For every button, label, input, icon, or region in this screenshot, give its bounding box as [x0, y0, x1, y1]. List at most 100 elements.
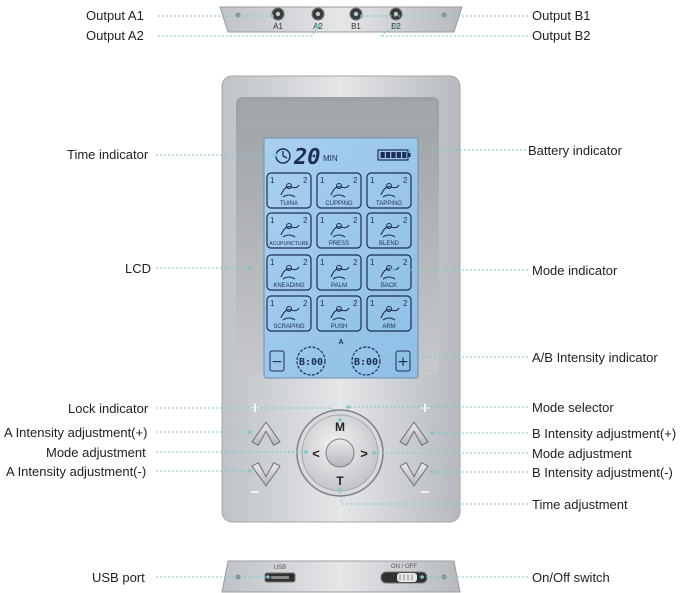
label-usb-port: USB port — [92, 570, 145, 585]
b-intensity-plus-button[interactable] — [399, 421, 429, 446]
output-ports: A1A2B1B2 — [271, 7, 403, 31]
leader-dot — [248, 430, 252, 434]
mode-right-number: 2 — [353, 216, 358, 225]
leader-dot — [338, 418, 342, 422]
mode-right-number: 2 — [353, 299, 358, 308]
leader-line — [156, 407, 341, 421]
b-minus-sign: − — [420, 485, 431, 500]
massage-hand-icon — [280, 223, 300, 238]
leader-dot — [274, 153, 278, 157]
leader-dot — [304, 450, 308, 454]
svg-text:B:00: B:00 — [354, 357, 378, 368]
label-mode-indicator: Mode indicator — [532, 263, 618, 278]
usb-port[interactable]: USB — [264, 565, 296, 583]
leader-dot — [390, 268, 394, 272]
massage-hand-icon — [330, 265, 350, 280]
leader-dot — [360, 14, 364, 18]
label-time-adjustment: Time adjustment — [532, 497, 628, 512]
output-port-b1[interactable]: B1 — [349, 7, 363, 31]
svg-text:+: + — [397, 354, 409, 370]
label-output-b1: Output B1 — [532, 8, 591, 23]
mode-left-number: 1 — [370, 176, 375, 185]
a-minus-sign: − — [250, 485, 261, 500]
b-intensity-minus-button[interactable] — [399, 462, 429, 487]
label-lock-indicator: Lock indicator — [68, 401, 149, 416]
label-mode-adjustment-left: Mode adjustment — [46, 445, 146, 460]
leader-dot — [382, 355, 386, 359]
top-edge-panel — [219, 6, 463, 33]
leader-dot — [316, 24, 320, 28]
mode-select-key[interactable]: M — [335, 420, 345, 434]
mode-right-number: 2 — [353, 258, 358, 267]
leader-dot — [430, 431, 434, 435]
time-adjust-key[interactable]: T — [336, 474, 344, 488]
intensity-b-readout: B:00 — [351, 346, 381, 376]
channel-label: A — [338, 339, 343, 346]
mode-left-number: 1 — [270, 258, 275, 267]
label-a-intensity-minus: A Intensity adjustment(-) — [6, 464, 147, 479]
a-intensity-plus-button[interactable] — [251, 421, 281, 446]
control-panel: ++−−MT<> — [250, 401, 431, 500]
leader-dot — [248, 266, 252, 270]
mode-name: BACK — [381, 283, 397, 289]
mode-right-number: 2 — [303, 176, 308, 185]
label-lcd: LCD — [125, 261, 152, 276]
leader-lines — [156, 14, 528, 579]
leader-dot — [394, 24, 398, 28]
mode-left-number: 1 — [320, 299, 325, 308]
mode-name: PUSH — [331, 324, 348, 330]
mode-left-number: 1 — [320, 176, 325, 185]
a-intensity-minus-button[interactable] — [251, 462, 281, 487]
center-button[interactable] — [325, 438, 355, 468]
leader-dot — [270, 14, 274, 18]
leader-dot — [338, 488, 342, 492]
leader-dot — [420, 575, 424, 579]
label-output-a2: Output A2 — [86, 28, 144, 43]
massage-hand-icon — [380, 306, 400, 321]
mode-left-number: 1 — [370, 299, 375, 308]
mode-name: CUPPING — [325, 201, 353, 207]
usb-label: USB — [274, 565, 286, 571]
label-b-intensity-minus: B Intensity adjustment(-) — [532, 465, 673, 480]
mode-left-number: 1 — [270, 216, 275, 225]
mode-name: PRESS — [329, 241, 349, 247]
label-b-intensity-plus: B Intensity adjustment(+) — [532, 426, 677, 441]
mode-right-number: 2 — [403, 299, 408, 308]
mode-name: TAPPING — [376, 201, 402, 207]
leader-dot — [430, 470, 434, 474]
mode-right-number: 2 — [403, 176, 408, 185]
leader-line — [339, 489, 528, 505]
mode-time-dial[interactable]: M T < > — [296, 409, 384, 497]
leader-line — [378, 25, 528, 37]
label-mode-adjustment-right: Mode adjustment — [532, 446, 632, 461]
mode-right-key[interactable]: > — [360, 446, 368, 461]
label-ab-intensity-indicator: A/B Intensity indicator — [532, 350, 658, 365]
b-plus-sign: + — [420, 401, 431, 416]
port-label: B1 — [351, 22, 361, 31]
leader-dot — [346, 405, 350, 409]
massage-hand-icon — [280, 265, 300, 280]
mode-name: TUINA — [280, 201, 298, 207]
mode-name: ARM — [382, 324, 395, 330]
svg-text:B:00: B:00 — [299, 357, 323, 368]
label-time-indicator: Time indicator — [67, 147, 149, 162]
mode-right-number: 2 — [303, 299, 308, 308]
mode-right-number: 2 — [353, 176, 358, 185]
leader-line — [158, 25, 319, 37]
mode-left-key[interactable]: < — [312, 446, 320, 461]
mode-name: PALM — [331, 283, 347, 289]
mode-left-number: 1 — [270, 299, 275, 308]
output-port-a1[interactable]: A1 — [271, 7, 285, 31]
mode-left-number: 1 — [370, 216, 375, 225]
label-battery-indicator: Battery indicator — [528, 143, 622, 158]
